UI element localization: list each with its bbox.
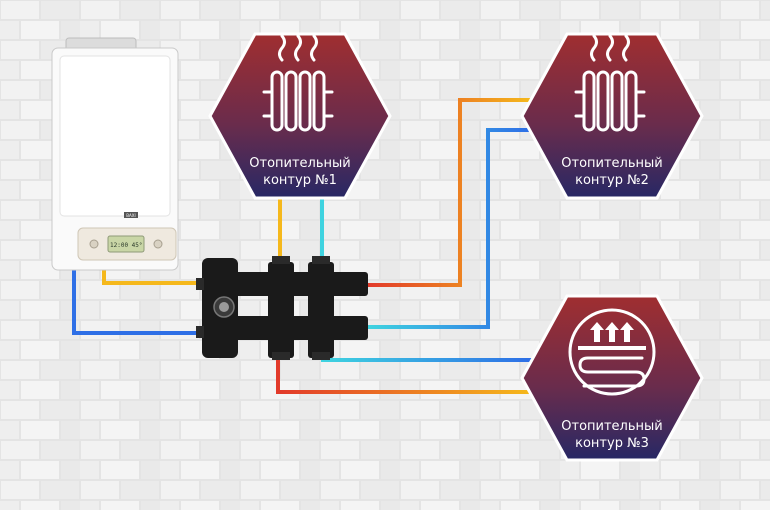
pipe-c2-supply (366, 98, 532, 287)
circuit-3-title: Отопительный (561, 419, 662, 434)
hydraulic-manifold (196, 256, 368, 360)
circuit-2-subtitle: контур №2 (575, 173, 649, 188)
circuit-1-title: Отопительный (249, 156, 350, 171)
underfloor-heating-icon (568, 308, 656, 396)
circuit-3-subtitle: контур №3 (575, 436, 649, 451)
radiator-icon (262, 34, 334, 132)
circuit-1-badge: Отопительный контур №1 (208, 32, 392, 200)
boiler-badge: BAXI (126, 213, 135, 218)
gas-boiler: 12:00 45° BAXI (51, 37, 179, 271)
boiler-display-text: 12:00 45° (110, 242, 143, 249)
pipe-c3-supply (276, 346, 532, 394)
pipe-boiler-return (72, 266, 207, 335)
circuit-1-subtitle: контур №1 (263, 173, 337, 188)
radiator-icon (574, 34, 646, 132)
pipe-boiler-supply (102, 266, 207, 285)
circuit-3-badge: Отопительный контур №3 (520, 294, 704, 462)
circuit-2-title: Отопительный (561, 156, 662, 171)
circuit-2-badge: Отопительный контур №2 (520, 32, 704, 200)
pipe-c2-return (366, 128, 532, 329)
